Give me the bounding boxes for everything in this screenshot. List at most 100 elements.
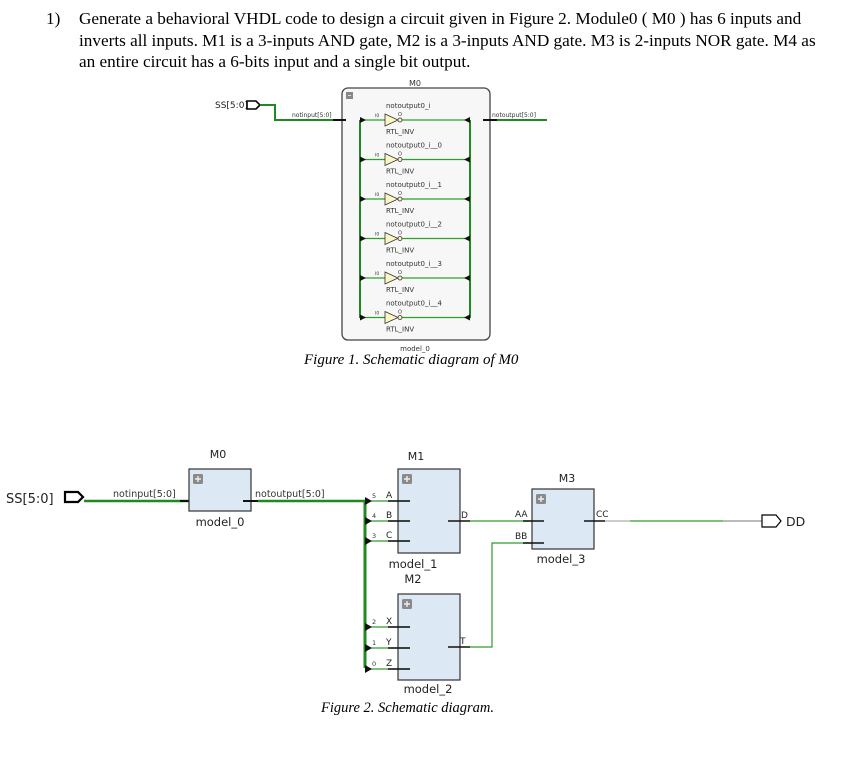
m0-name: model_0	[196, 515, 245, 529]
inverter[interactable]: notoutput0_iI0 O RTL_INV	[360, 102, 470, 136]
figure-1-caption: Figure 1. Schematic diagram of M0	[304, 352, 519, 368]
m3-in-bb: BB	[515, 532, 527, 542]
inverter-symbol-icon	[384, 113, 399, 127]
arrow-icon	[365, 644, 372, 652]
inverter-symbol-icon	[384, 192, 399, 206]
inverter-in-pin: I0	[375, 271, 379, 277]
arrow-icon	[360, 235, 366, 242]
arrow-icon	[464, 314, 470, 321]
m1-name: model_1	[389, 557, 438, 571]
arrow-icon	[365, 517, 372, 525]
fig1-input-port-label: SS[5:0]	[215, 101, 248, 111]
inverter-name: notoutput0_i__2	[386, 221, 442, 229]
m3-out-pin: CC	[596, 510, 609, 520]
m1-out-pin: D	[461, 511, 468, 521]
fig1-module-box[interactable]	[341, 87, 491, 341]
pin-name: A	[386, 491, 393, 501]
arrow-icon	[360, 196, 366, 202]
m1-title: M1	[408, 450, 425, 463]
fig1-input-bus	[260, 104, 342, 121]
arrow-icon	[464, 235, 470, 242]
bit-index: 1	[372, 639, 376, 647]
inverter-out-pin: O	[398, 191, 402, 197]
arrow-icon	[360, 314, 366, 321]
fig2-input-port-label: SS[5:0]	[6, 492, 54, 507]
inverter-name: notoutput0_i	[386, 102, 431, 110]
inverter-type: RTL_INV	[386, 247, 414, 255]
inverter-type: RTL_INV	[386, 326, 414, 334]
inverter[interactable]: notoutput0_i__2I0 O RTL_INV	[360, 221, 470, 255]
bit-index: 4	[372, 512, 376, 520]
m0-title: M0	[210, 448, 227, 461]
arrow-icon	[360, 275, 366, 281]
arrow-icon	[360, 156, 366, 163]
figure-2-caption: Figure 2. Schematic diagram.	[321, 700, 495, 716]
pin-name: Y	[385, 638, 392, 648]
inverter-out-pin: O	[398, 231, 402, 237]
fig2-output-port-label: DD	[786, 514, 805, 529]
fig1-module-name: model_0	[400, 345, 430, 353]
bit-index: 0	[372, 660, 376, 668]
inverter-name: notoutput0_i__0	[386, 142, 442, 150]
inverter-out-pin: O	[398, 152, 402, 158]
arrow-icon	[464, 275, 470, 281]
inverter[interactable]: notoutput0_i__0I0 O RTL_INV	[360, 142, 470, 176]
fig2-m0-in-label: notinput[5:0]	[113, 489, 176, 500]
inverter-symbol-icon	[384, 310, 399, 325]
m3-name: model_3	[537, 552, 586, 566]
arrow-icon	[365, 623, 372, 631]
inverter-type: RTL_INV	[386, 168, 414, 176]
inverter-symbol-icon	[384, 231, 399, 246]
arrow-icon	[464, 196, 470, 202]
inverter-in-pin: I0	[375, 113, 379, 119]
input-port-icon	[63, 490, 85, 504]
bit-index: 3	[372, 532, 376, 540]
m2-out-pin: T	[459, 637, 466, 647]
inverter-symbol-icon	[384, 152, 399, 167]
bit-index: 2	[372, 618, 376, 626]
input-port-icon	[246, 100, 262, 110]
inverter-out-pin: O	[398, 310, 402, 316]
arrow-icon	[365, 497, 372, 505]
inverter-name: notoutput0_i__3	[386, 260, 442, 268]
question-text: Generate a behavioral VHDL code to desig…	[79, 9, 816, 71]
arrow-icon	[360, 117, 366, 123]
inverter-out-pin: O	[398, 112, 402, 118]
inverter-type: RTL_INV	[386, 128, 414, 136]
fig1-module-title: M0	[409, 79, 421, 88]
fig1-input-net-label: notinput[5:0]	[292, 112, 332, 119]
inverter-type: RTL_INV	[386, 207, 414, 215]
inverter-in-pin: I0	[375, 153, 379, 159]
fig2-m0-out-label: notoutput[5:0]	[255, 489, 325, 500]
m3-in-aa: AA	[515, 510, 528, 520]
fig1-output-net-label: notoutput[5:0]	[492, 112, 536, 119]
m3-title: M3	[559, 472, 576, 485]
inverter[interactable]: notoutput0_i__4I0 O RTL_INV	[360, 300, 470, 334]
question: 1) Generate a behavioral VHDL code to de…	[46, 8, 826, 73]
inverter-in-pin: I0	[375, 311, 379, 317]
m2-to-m3-wire	[470, 542, 542, 648]
m2-title: M2	[404, 572, 421, 586]
inverter-in-pin: I0	[375, 192, 379, 198]
question-number: 1)	[46, 9, 61, 28]
arrow-icon	[464, 156, 470, 163]
pin-name: X	[386, 617, 392, 627]
pin-name: B	[386, 511, 392, 521]
inverter-type: RTL_INV	[386, 286, 414, 294]
bit-index: 5	[372, 492, 376, 500]
inverter-in-pin: I0	[375, 232, 379, 238]
inverter-name: notoutput0_i__4	[386, 300, 442, 308]
arrow-icon	[464, 117, 470, 123]
output-port-icon	[761, 514, 782, 528]
pin-name: Z	[386, 659, 392, 669]
